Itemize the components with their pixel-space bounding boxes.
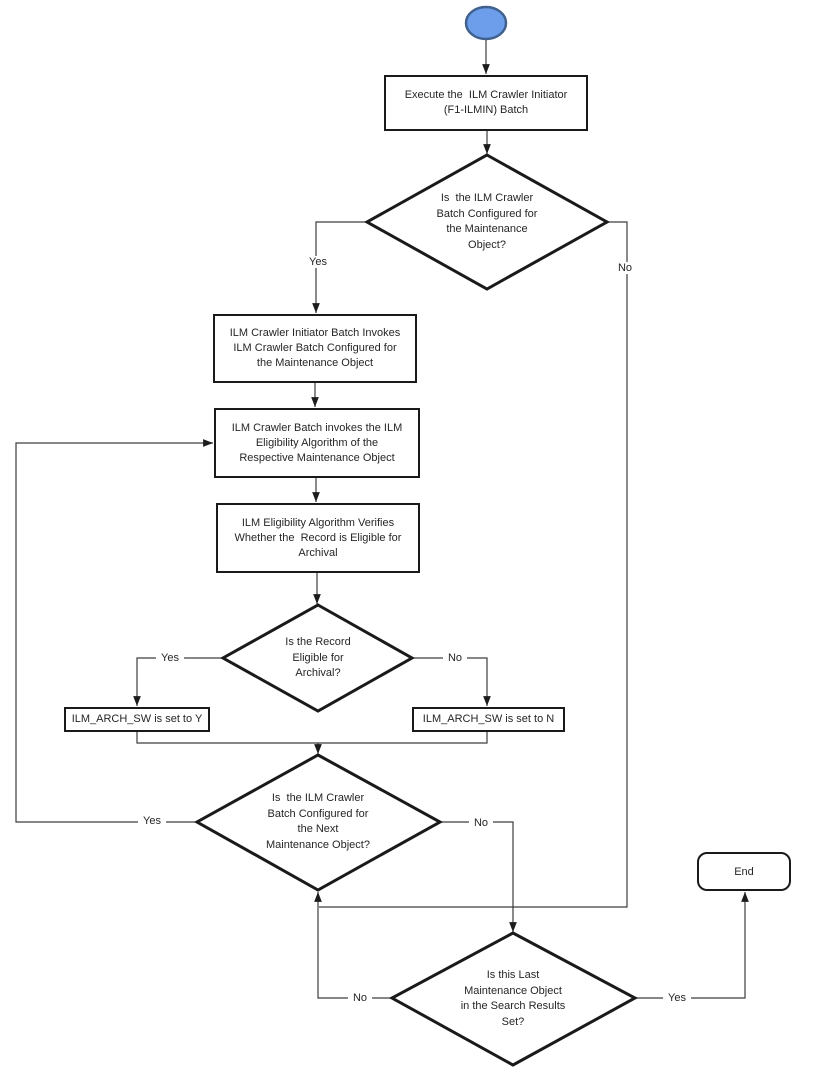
edge-label-last-mo-yes: Yes	[663, 992, 691, 1004]
process-arch-sw-n: ILM_ARCH_SW is set to N	[412, 707, 565, 732]
decision-batch-configured-text: Is the ILM Crawler Batch Configured for …	[436, 192, 538, 251]
decision-last-mo-shape	[388, 931, 639, 1067]
process-execute-batch: Execute the ILM Crawler Initiator (F1-IL…	[384, 75, 588, 131]
decision-next-mo-shape	[193, 753, 444, 892]
decision-last-mo-text: Is this Last Maintenance Object in the S…	[460, 969, 566, 1028]
edge-label-record-eligible-yes: Yes	[156, 652, 184, 664]
process-eligibility-verifies: ILM Eligibility Algorithm Verifies Wheth…	[216, 503, 420, 573]
decision-batch-configured-shape	[363, 153, 611, 291]
connector-next-mo-yes-loop	[15, 439, 213, 823]
start-node	[464, 5, 508, 41]
connector-record-eligible-yes	[133, 657, 223, 706]
connector-batch-configured-no	[319, 221, 628, 908]
connector-last-mo-no-loop	[314, 892, 392, 999]
process-initiator-invokes: ILM Crawler Initiator Batch Invokes ILM …	[213, 314, 417, 383]
process-crawler-invokes: ILM Crawler Batch invokes the ILM Eligib…	[214, 408, 420, 478]
decision-record-eligible-shape	[219, 603, 416, 713]
connector-record-eligible-no	[412, 657, 491, 706]
decision-record-eligible-text: Is the Record Eligible for Archival?	[285, 635, 351, 679]
edge-label-batch-configured-yes: Yes	[304, 256, 332, 268]
edge-label-next-mo-no: No	[468, 817, 494, 829]
connector-archsw-merge	[136, 732, 488, 744]
connector-batch-configured-yes	[312, 221, 367, 313]
edge-label-last-mo-no: No	[347, 992, 373, 1004]
connector-last-mo-yes-to-end	[635, 892, 749, 999]
decision-next-mo-text: Is the ILM Crawler Batch Configured for …	[266, 792, 370, 851]
process-arch-sw-y: ILM_ARCH_SW is set to Y	[64, 707, 210, 732]
terminator-end: End	[697, 852, 791, 891]
connector-next-mo-no	[440, 821, 517, 932]
edge-label-next-mo-yes: Yes	[138, 815, 166, 827]
edge-label-batch-configured-no: No	[612, 262, 638, 274]
edge-label-record-eligible-no: No	[442, 652, 468, 664]
